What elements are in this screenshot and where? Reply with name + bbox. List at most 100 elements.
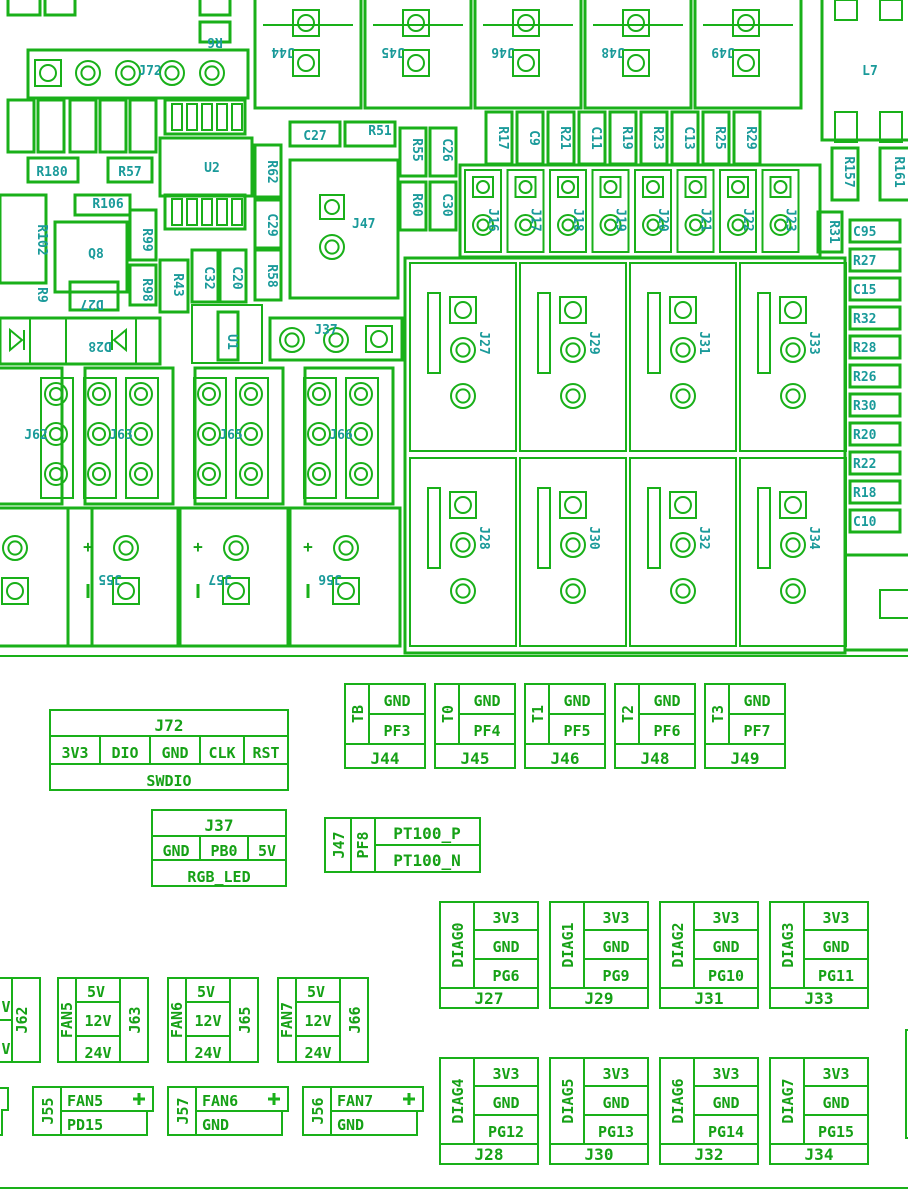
pinout-ref: J48: [641, 749, 670, 768]
pinout-side: TB: [349, 705, 367, 723]
ic-pin: [201, 103, 213, 131]
pad-hole: [353, 386, 369, 402]
ref-label: C26: [439, 138, 454, 162]
capacitor-vertical: [190, 248, 220, 304]
pin-column: [125, 377, 159, 499]
ref-label: C13: [681, 126, 696, 149]
connector-edge: [843, 553, 908, 652]
round-pad: [670, 578, 696, 604]
ref-label: U2: [204, 161, 220, 176]
round-pad: [113, 535, 139, 561]
passive-horizontal: [848, 392, 902, 418]
ref-label: J23: [783, 208, 798, 231]
ref-label: C10: [853, 515, 877, 530]
pinout-ref: J31: [695, 989, 724, 1008]
fan-connector: [66, 506, 182, 648]
pad-hole: [407, 14, 425, 32]
square-pad: [732, 9, 760, 37]
pin-label: PT100_N: [393, 851, 460, 870]
pinout-thermistor: [344, 683, 426, 769]
square-pad: [669, 296, 697, 324]
ref-label: J28: [476, 526, 491, 550]
ic-pin: [171, 198, 183, 226]
pinout-side: FAN6: [168, 1002, 186, 1038]
pin-label: PF7: [743, 722, 770, 740]
pad-hole: [476, 218, 490, 232]
pinout-ref: J66: [346, 1006, 364, 1033]
ref-label: J20: [655, 208, 670, 232]
pinout-side: T2: [619, 705, 637, 723]
pad-hole: [243, 386, 259, 402]
round-pad: [454, 301, 472, 319]
ref-label: J27: [476, 331, 491, 354]
jumper-body: [409, 457, 517, 647]
pad-hole: [407, 54, 425, 72]
square-pad: [472, 176, 494, 198]
resistor-vertical: [398, 126, 428, 178]
pad-hole: [517, 14, 535, 32]
pinout-side: DIAG0: [449, 922, 467, 967]
connector-thermistor: [253, 0, 363, 110]
pad-hole: [201, 386, 217, 402]
pinout-footer: SWDIO: [146, 772, 191, 790]
round-pad: [642, 214, 664, 236]
ic-pin: [186, 198, 198, 226]
passive-horizontal: [848, 421, 902, 447]
round-pad: [44, 382, 68, 406]
pad-hole: [517, 54, 535, 72]
pin-label: GND: [602, 938, 629, 956]
pinout-side: T0: [439, 705, 457, 723]
ref-label: J65: [219, 428, 242, 443]
pin-label: 3V3: [822, 909, 849, 927]
round-pad: [75, 60, 101, 86]
ref-label: J44: [271, 44, 295, 59]
plus-sign: [268, 1093, 280, 1105]
pad-hole: [519, 218, 532, 232]
round-pad: [115, 60, 141, 86]
round-pad: [564, 301, 582, 319]
ref-label: R18: [853, 486, 877, 501]
plus-sign: +: [83, 537, 93, 556]
ref-label: U1: [224, 334, 239, 350]
square-pad: [1, 577, 29, 605]
pin-column: [83, 377, 117, 499]
round-pad: [561, 180, 575, 194]
pinout-ref: J30: [585, 1145, 614, 1164]
pinout-diag: [769, 1057, 869, 1165]
pin-label: 5V: [87, 983, 105, 1001]
header-cell: [464, 169, 502, 253]
pin-column: [235, 377, 269, 499]
pad-hole: [785, 342, 801, 358]
pad-hole: [561, 218, 575, 232]
ref-label: R6: [207, 34, 223, 49]
pin-label: GND: [712, 1094, 739, 1112]
capacitor: [288, 120, 342, 148]
round-pad: [279, 327, 305, 353]
ref-label: J17: [528, 208, 543, 231]
pin-label: PG6: [492, 967, 519, 985]
pin-label: GND: [822, 1094, 849, 1112]
ref-label: J49: [711, 44, 734, 59]
ref-label: J29: [586, 331, 601, 354]
fan-connector: [286, 506, 402, 648]
jumper-latch: [647, 292, 661, 374]
jumper-body: [739, 262, 847, 452]
pinout-title: J37: [205, 816, 234, 835]
square-pad: [879, 589, 908, 619]
pin-label: 3V3: [712, 1065, 739, 1083]
square-pad: [727, 176, 749, 198]
round-pad: [557, 214, 579, 236]
fan-connector: [0, 506, 94, 648]
ref-label: R161: [891, 156, 906, 187]
pin-label: 3V3: [602, 909, 629, 927]
round-pad: [44, 462, 68, 486]
ref-label: C11: [588, 126, 603, 150]
pin-label: PG15: [818, 1123, 854, 1141]
round-pad: [780, 532, 806, 558]
round-pad: [129, 422, 153, 446]
pinout-side: FAN7: [278, 1002, 296, 1038]
pin-label: GND: [337, 1116, 364, 1134]
header-j72: [26, 48, 250, 100]
pad-hole: [311, 426, 327, 442]
round-pad: [564, 496, 582, 514]
